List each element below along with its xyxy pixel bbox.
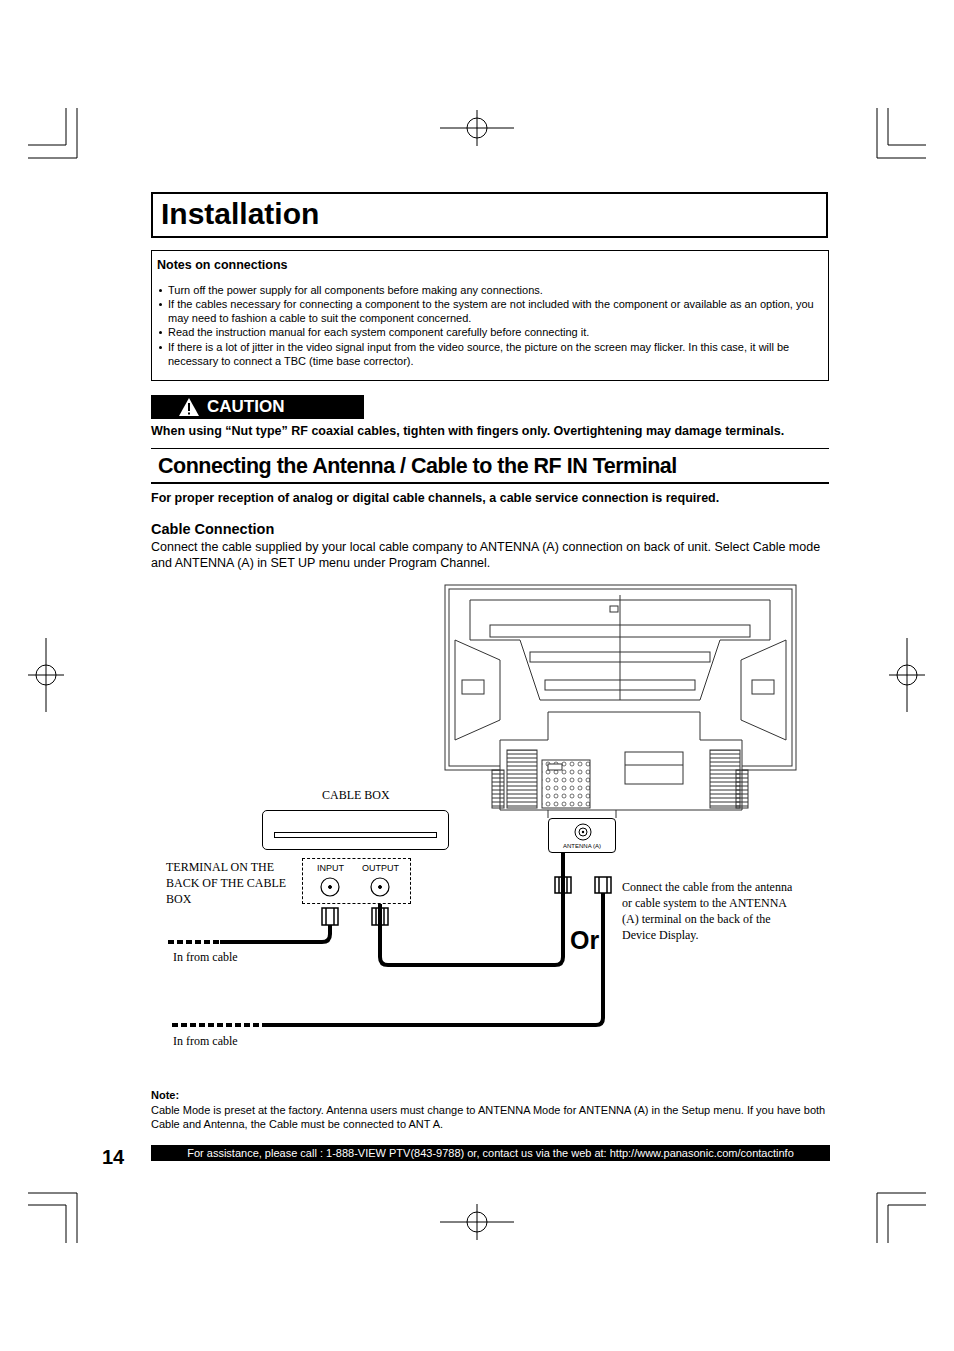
- antenna-jack: [573, 822, 593, 842]
- note-heading: Note:: [151, 1089, 179, 1101]
- terminal-panel: TERMINAL ON THE BACK OF THE CABLE BOX INP…: [160, 858, 411, 904]
- bullet-dot: [159, 289, 162, 292]
- cable-in-label: In from cable: [173, 1034, 238, 1049]
- section-rule: [151, 448, 829, 449]
- cable-in-label: In from cable: [173, 950, 238, 965]
- output-label: OUTPUT: [362, 863, 399, 873]
- warning-triangle: [178, 397, 200, 417]
- bullet-dot: [159, 303, 162, 306]
- notes-item: Turn off the power supply for all compon…: [168, 283, 822, 297]
- terminal-jacks: [321, 878, 389, 896]
- cable-box: CABLE BOX: [262, 786, 450, 852]
- caution-text: When using “Nut type” RF coaxial cables,…: [151, 424, 784, 438]
- note-text: Cable Mode is preset at the factory. Ant…: [151, 1103, 831, 1131]
- intro-text: For proper reception of analog or digita…: [151, 491, 719, 505]
- notes-heading: Notes on connections: [157, 258, 288, 272]
- tv-back: [445, 585, 796, 818]
- input-label: INPUT: [317, 863, 344, 873]
- coax-cable: [380, 853, 563, 965]
- page-number: 14: [102, 1145, 124, 1169]
- notes-item: If the cables necessary for connecting a…: [168, 297, 822, 325]
- caution-word: CAUTION: [207, 397, 284, 417]
- section-heading: Connecting the Antenna / Cable to the RF…: [158, 452, 677, 480]
- antenna-label: ANTENNA (A): [549, 843, 615, 850]
- crop-marks: [28, 108, 926, 1243]
- coax-plugs: [322, 877, 611, 925]
- antenna-terminal: ANTENNA (A): [548, 818, 616, 853]
- notes-item: If there is a lot of jitter in the video…: [168, 340, 822, 368]
- notes-item: Read the instruction manual for each sys…: [168, 325, 822, 339]
- incoming-cables: [168, 893, 603, 1025]
- page-title: Installation: [161, 196, 319, 232]
- terminal-caption: TERMINAL ON THE BACK OF THE CABLE BOX: [166, 859, 294, 907]
- connect-note: Connect the cable from the antenna or ca…: [622, 879, 802, 943]
- paragraph: Connect the cable supplied by your local…: [151, 539, 841, 571]
- subheading: Cable Connection: [151, 521, 274, 537]
- bullet-dot: [159, 331, 162, 334]
- footer-text: For assistance, please call : 1-888-VIEW…: [151, 1146, 830, 1160]
- section-underline: [151, 482, 829, 484]
- cable-box-slot: [274, 832, 437, 838]
- bullet-dot: [159, 346, 162, 349]
- cable-box-label: CABLE BOX: [322, 788, 390, 803]
- cable-box-body: [262, 810, 449, 850]
- or-label: Or: [570, 925, 599, 955]
- caution-band: CAUTION: [151, 395, 364, 419]
- notes-box: Notes on connectionsTurn off the power s…: [151, 250, 829, 381]
